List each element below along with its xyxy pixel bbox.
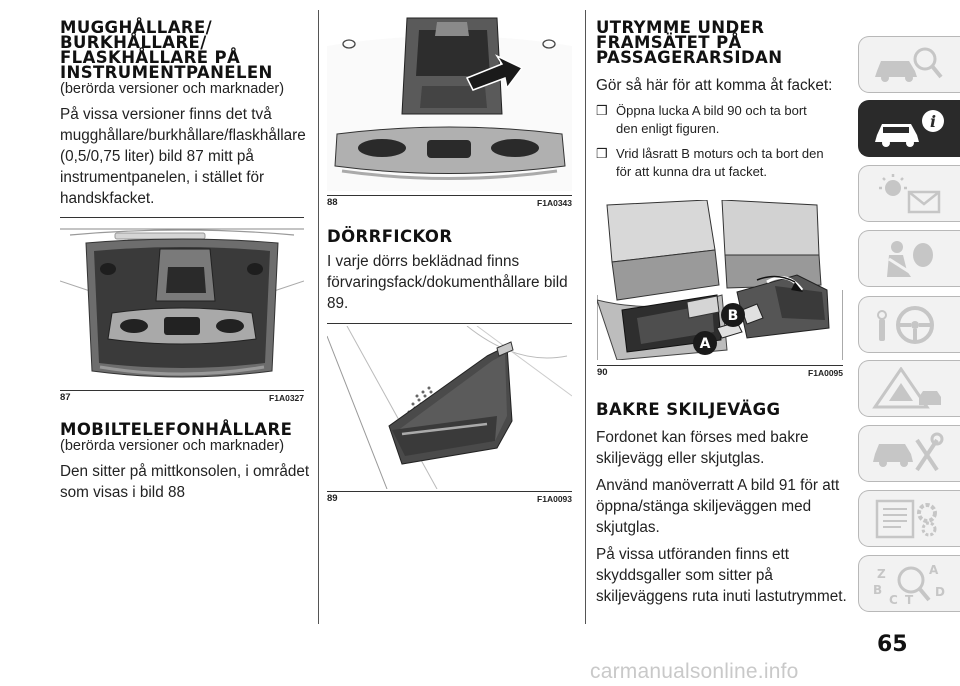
tab-warning-lights[interactable]: [858, 165, 960, 222]
vehicle-search-icon: [875, 47, 943, 82]
figure-87-code: F1A0327: [269, 393, 304, 403]
step-item: ❒ Vrid låsratt B moturs och ta bort den …: [596, 146, 824, 179]
svg-text:B: B: [873, 583, 882, 597]
alphabetical-index-icon: Z A B C T D: [873, 563, 945, 606]
heading-phone-holder-sub: (berörda versioner och marknader): [60, 438, 285, 454]
svg-text:T: T: [905, 593, 914, 606]
steering-wheel-icon: [877, 306, 934, 344]
heading-door-pockets: DÖRRFICKOR: [327, 227, 453, 246]
figure-90: B A 90 F1A0095: [597, 200, 843, 380]
phone-holder-console-illustration: [327, 17, 572, 191]
figure-90-number: 90: [597, 367, 608, 378]
figure-87-number: 87: [60, 392, 71, 403]
section-door-pockets: DÖRRFICKOR I varje dörrs beklädnad finns…: [327, 227, 577, 314]
svg-text:Z: Z: [877, 567, 886, 581]
heading-cupholders-sub: (berörda versioner och marknader): [60, 81, 285, 97]
step-item: ❒ Öppna lucka A bild 90 och ta bort den …: [596, 103, 807, 136]
label-a: A: [700, 336, 711, 352]
tab-emergency[interactable]: [858, 360, 960, 417]
para-door-pockets: I varje dörrs beklädnad finns förvarings…: [327, 253, 568, 312]
heading-under-seat: UTRYMME UNDER FRAMSÄTET PÅ PASSAGERARSID…: [596, 18, 783, 67]
figure-88-code: F1A0343: [537, 198, 572, 208]
heading-phone-holder: MOBILTELEFONHÅLLARE: [60, 420, 293, 439]
cupholder-dashboard-illustration: [60, 228, 304, 378]
technical-data-icon: [875, 499, 937, 539]
maintenance-icon: [873, 432, 944, 472]
para-cupholders: På vissa versioner finns det två mugghål…: [60, 106, 306, 207]
warning-lights-icon: [879, 174, 941, 214]
figure-90-code: F1A0095: [808, 368, 843, 378]
para-rear-partition-3: På vissa utföranden finns ett skyddsgall…: [596, 546, 847, 605]
under-seat-steps: ❒ Öppna lucka A bild 90 och ta bort den …: [596, 102, 846, 181]
vehicle-info-icon: i: [875, 110, 944, 147]
figure-88: 88 F1A0343: [327, 12, 572, 212]
tab-maintenance[interactable]: [858, 425, 960, 482]
para-phone-holder: Den sitter på mittkonsolen, i området so…: [60, 463, 310, 501]
door-pocket-illustration: [327, 326, 572, 489]
heading-cupholders: MUGGHÅLLARE/ BURKHÅLLARE/ FLASKHÅLLARE P…: [60, 18, 273, 82]
svg-text:C: C: [889, 593, 898, 606]
tab-safety[interactable]: [858, 230, 960, 287]
tab-vehicle-search[interactable]: [858, 36, 960, 93]
figure-87: 87 F1A0327: [60, 217, 304, 407]
section-cupholders: MUGGHÅLLARE/ BURKHÅLLARE/ FLASKHÅLLARE P…: [60, 18, 315, 209]
emergency-triangle-icon: [872, 367, 941, 409]
page-number: 65: [877, 632, 908, 657]
bullet-checkbox-icon: ❒: [596, 103, 608, 118]
safety-airbag-icon: [887, 241, 933, 277]
figure-89-number: 89: [327, 493, 338, 504]
bullet-checkbox-icon: ❒: [596, 146, 608, 161]
tab-starting-driving[interactable]: [858, 296, 960, 353]
para-under-seat-intro: Gör så här för att komma åt facket:: [596, 77, 833, 94]
para-rear-partition-1: Fordonet kan förses med bakre skiljevägg…: [596, 429, 809, 467]
section-under-seat: UTRYMME UNDER FRAMSÄTET PÅ PASSAGERARSID…: [596, 18, 846, 188]
section-phone-holder: MOBILTELEFONHÅLLARE (berörda versioner o…: [60, 420, 315, 503]
svg-text:D: D: [935, 585, 945, 599]
heading-rear-partition: BAKRE SKILJEVÄGG: [596, 400, 781, 419]
watermark: carmanualsonline.info: [590, 660, 799, 683]
column-divider-1: [318, 10, 319, 624]
section-rear-partition: BAKRE SKILJEVÄGG Fordonet kan förses med…: [596, 400, 852, 607]
figure-88-number: 88: [327, 197, 338, 208]
column-divider-2: [585, 10, 586, 624]
svg-text:i: i: [930, 112, 936, 131]
tab-alphabetical-index[interactable]: Z A B C T D: [858, 555, 960, 612]
svg-text:A: A: [929, 563, 939, 577]
figure-89: 89 F1A0093: [327, 323, 572, 511]
under-seat-compartment-illustration: B A: [597, 200, 843, 360]
tab-vehicle-info[interactable]: i: [858, 100, 960, 157]
label-b: B: [728, 308, 739, 324]
tab-technical-data[interactable]: [858, 490, 960, 547]
figure-89-code: F1A0093: [537, 494, 572, 504]
para-rear-partition-2: Använd manöverratt A bild 91 för att öpp…: [596, 477, 840, 536]
